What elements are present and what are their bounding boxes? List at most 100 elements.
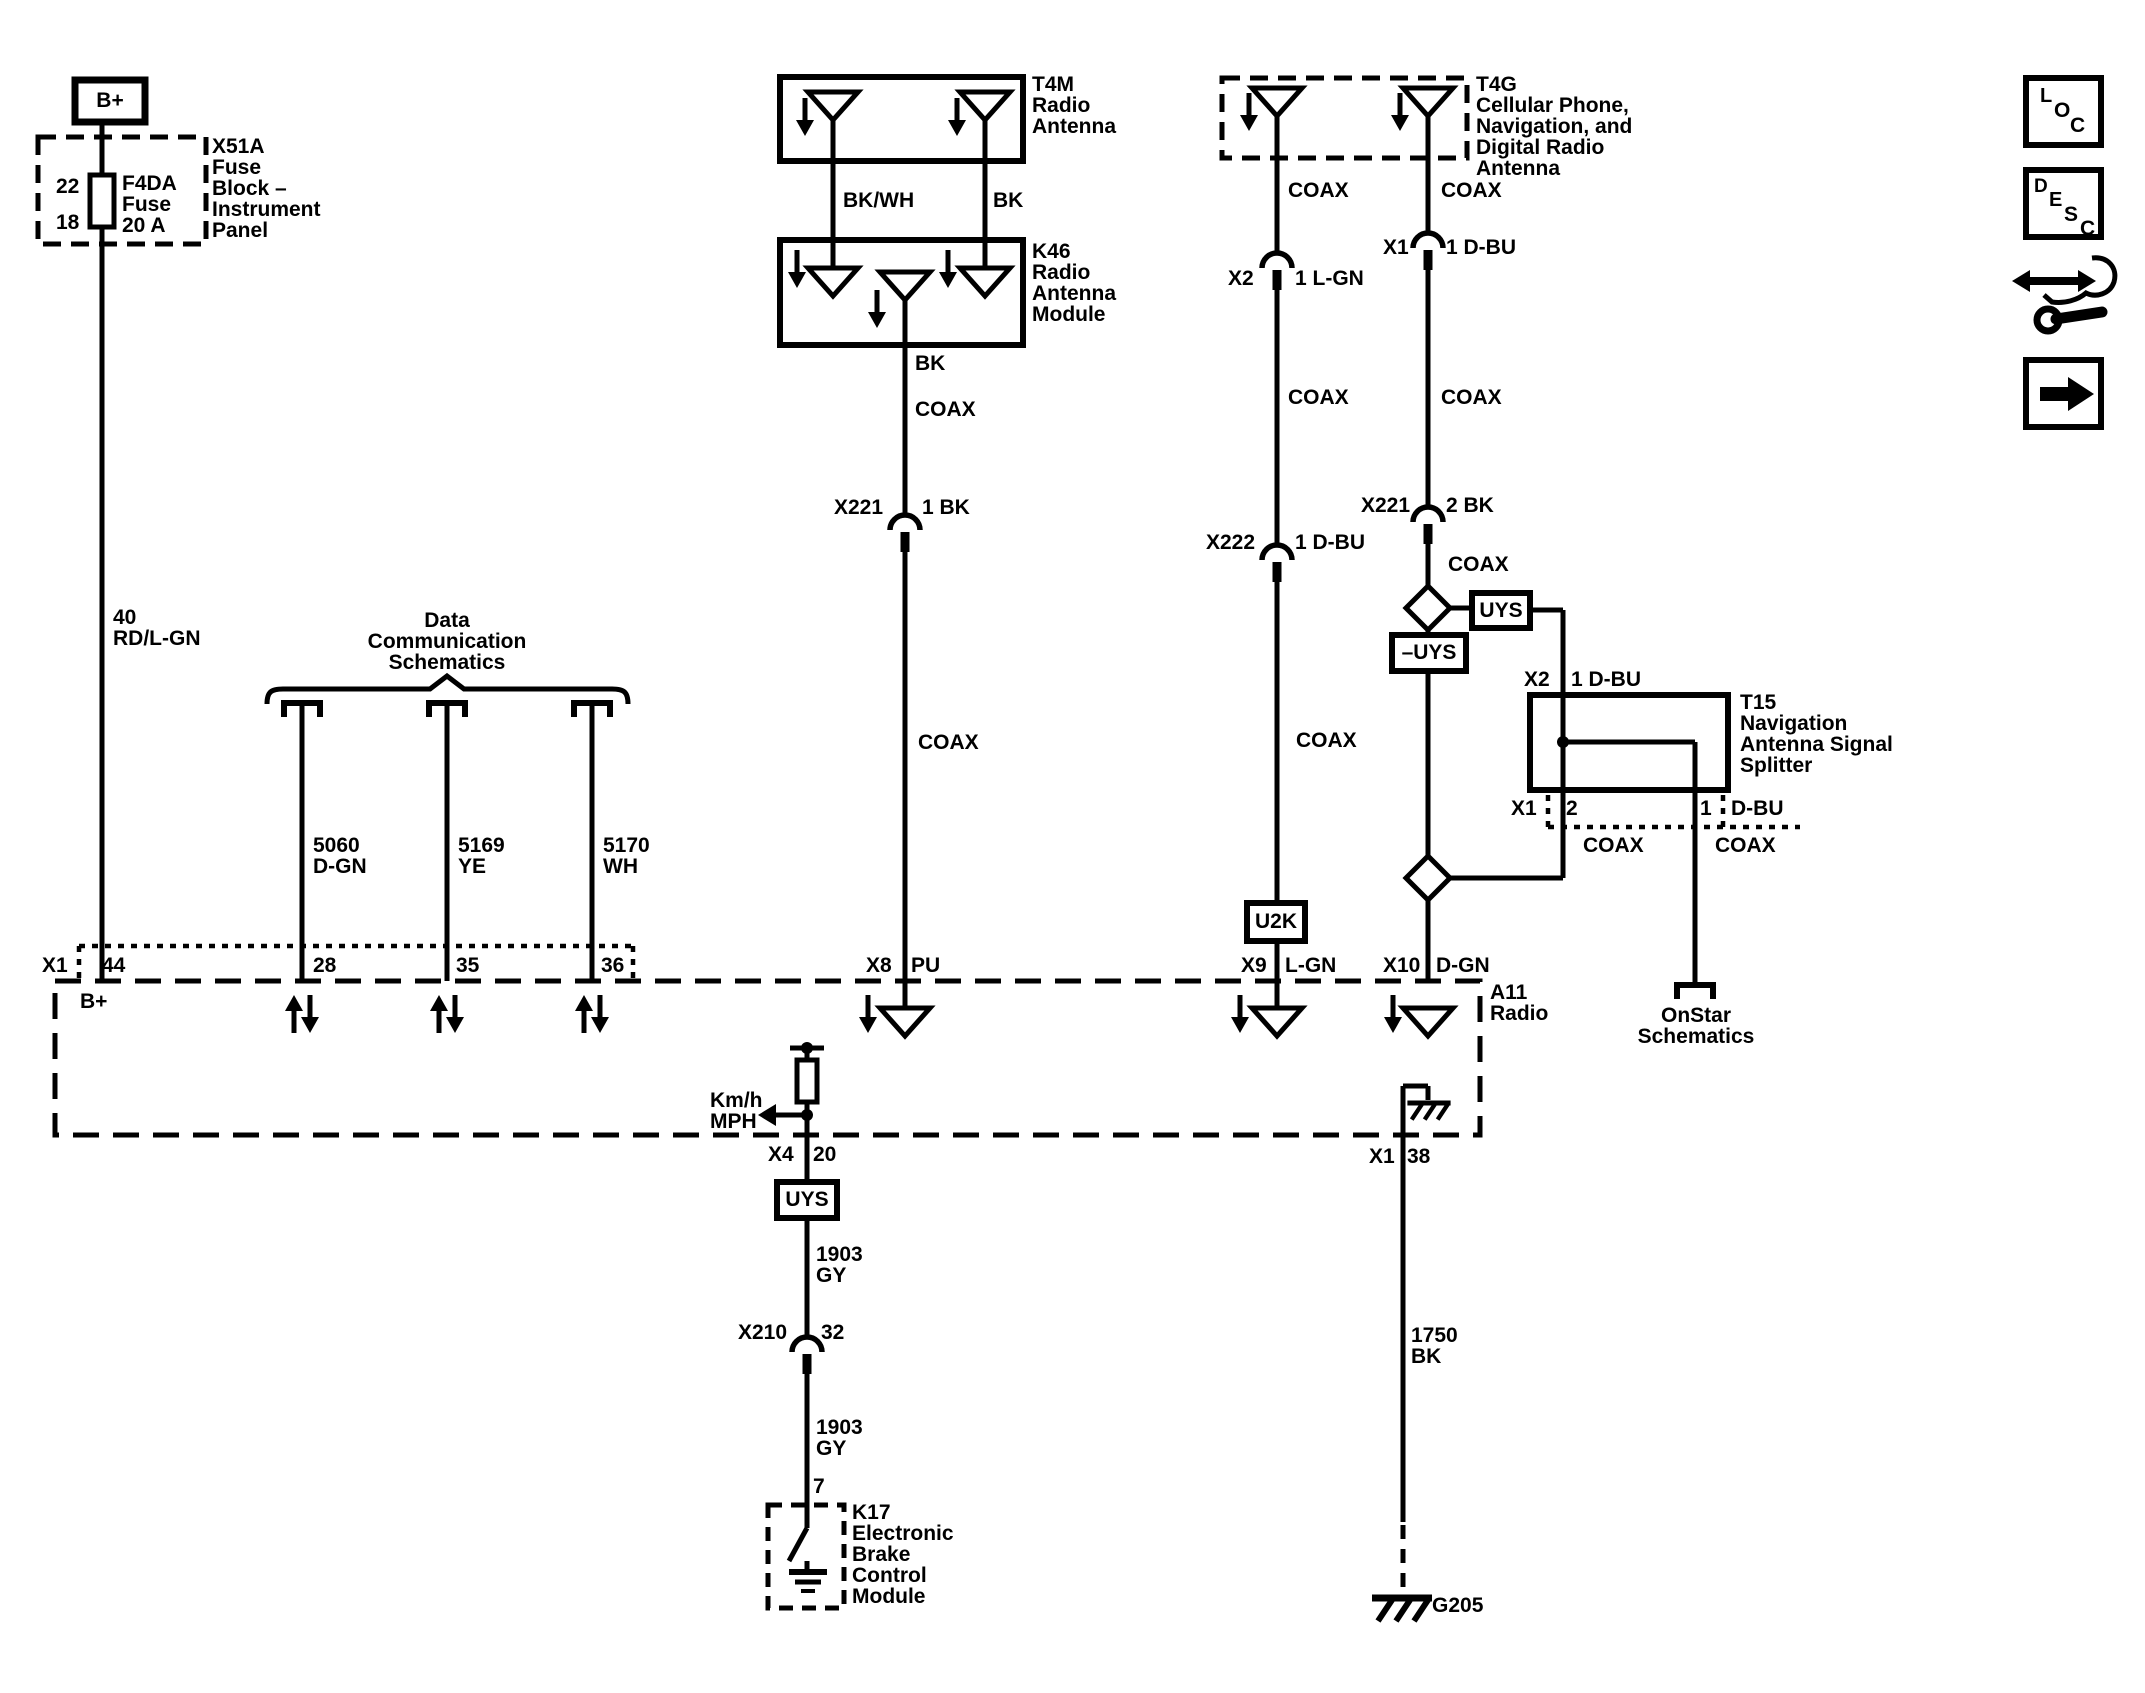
conn-x1-t4g: X1: [1383, 236, 1409, 259]
ground-g205: G205: [1432, 1594, 1484, 1617]
wire-bk-right: BK: [993, 189, 1024, 212]
splitter-wire-dbu: D-BU: [1731, 797, 1784, 820]
earth-ground-icon: [789, 1561, 827, 1593]
radio-pin-35: 35: [456, 954, 480, 977]
coax-right-3: COAX: [1448, 553, 1509, 576]
data-comm-brace: [264, 672, 631, 705]
coax-splitter-left: COAX: [1583, 834, 1644, 857]
coax-mid-1: COAX: [915, 398, 976, 421]
splitter-x1-connector-strip: [1545, 795, 1800, 830]
radio-pin-20: 20: [813, 1143, 837, 1166]
conn-x2: X2: [1228, 267, 1254, 290]
wire-5060-dgn: 5060 D-GN: [313, 834, 367, 878]
wires: [99, 116, 1698, 1590]
t4m-radio-antenna-outline: [777, 74, 1026, 164]
fuse-pin-22: 22: [56, 175, 80, 198]
wire-1903-gy-b: 1903 GY: [816, 1416, 863, 1460]
splitter-wire-1-dbu: 1 D-BU: [1571, 668, 1642, 691]
k17-ebcm-outline: [765, 1502, 847, 1611]
ebcm-pin-7: 7: [813, 1475, 825, 1498]
loc-letter-o: O: [2054, 99, 2071, 122]
splitter-pin-2: 2: [1566, 797, 1578, 820]
wire-1-dbu-left: 1 D-BU: [1295, 531, 1366, 554]
loc-button[interactable]: [2023, 75, 2104, 148]
conn-x210: X210: [738, 1321, 788, 1344]
coax-left-3: COAX: [1296, 729, 1357, 752]
battery-feed-outline: [71, 76, 149, 126]
fuse-name: F4DA Fuse 20 A: [122, 172, 177, 237]
uys-option-box-label: UYS: [1479, 598, 1523, 622]
wire-dgn: D-GN: [1436, 954, 1490, 977]
fuse-pin-18: 18: [56, 211, 80, 234]
pin-32: 32: [821, 1321, 845, 1344]
onstar-ref: OnStar Schematics: [1637, 1004, 1755, 1048]
radio-x1-connector-strip: [76, 943, 636, 981]
wire-pu: PU: [911, 954, 941, 977]
speed-signal-arrow: [758, 1104, 776, 1126]
coax-left-1: COAX: [1288, 179, 1349, 202]
radio-pin-x10: X10: [1383, 954, 1421, 977]
resistor-element: [794, 1057, 820, 1105]
conn-x221-right: X221: [1361, 494, 1411, 517]
radio-pin-28: 28: [313, 954, 337, 977]
t4g-name: T4G Cellular Phone, Navigation, and Digi…: [1476, 73, 1633, 180]
wrench-navigation-icon[interactable]: [2012, 255, 2118, 335]
uys-option-box-bottom-label: UYS: [785, 1188, 829, 1211]
coax-mid-2: COAX: [918, 731, 979, 754]
splitter-pin-1: 1: [1700, 797, 1712, 820]
desc-letter-c: C: [2080, 217, 2096, 240]
loc-letter-l: L: [2040, 85, 2053, 107]
a11-radio-outline: [52, 978, 1483, 1138]
loc-letter-c: C: [2070, 114, 2086, 137]
k17-name: K17 Electronic Brake Control Module: [852, 1501, 954, 1608]
wire-5170-wh: 5170 WH: [603, 834, 650, 878]
splitter-conn-x2: X2: [1524, 668, 1550, 691]
radio-pin-36: 36: [601, 954, 625, 977]
conn-x221-mid: X221: [834, 496, 884, 519]
splitter-conn-x1: X1: [1511, 797, 1537, 820]
wire-1-bk: 1 BK: [922, 496, 970, 519]
wire-1-lgn: 1 L-GN: [1295, 267, 1364, 290]
radio-pin-x9: X9: [1241, 954, 1267, 977]
radio-bplus: B+: [80, 990, 108, 1013]
next-page-button[interactable]: [2023, 357, 2104, 430]
conn-x222: X222: [1206, 531, 1256, 554]
battery-feed-box-label: B+: [96, 89, 124, 112]
wire-5169-ye: 5169 YE: [458, 834, 505, 878]
t15-name: T15 Navigation Antenna Signal Splitter: [1740, 691, 1893, 777]
desc-letter-e: E: [2049, 189, 2063, 211]
t15-splitter-outline: [1527, 692, 1731, 793]
signal-arrows: [285, 93, 1409, 1033]
fuse-block-outline: [35, 134, 209, 247]
wire-bkwh: BK/WH: [843, 189, 915, 212]
speed-signal: Km/h MPH: [710, 1089, 763, 1133]
wire-1-dbu-right: 1 D-BU: [1446, 236, 1517, 259]
fuse-element: [87, 172, 117, 230]
t4g-antenna-outline: [1219, 75, 1470, 161]
fuse-block-name: X51A Fuse Block – Instrument Panel: [212, 135, 321, 242]
wire-bk-mid: BK: [915, 352, 946, 375]
coax-splitter-right: COAX: [1715, 834, 1776, 857]
data-comm-title: Data Communication Schematics: [367, 609, 527, 674]
coax-left-2: COAX: [1288, 386, 1349, 409]
minus-uys-option-box-label: –UYS: [1401, 641, 1457, 664]
desc-letter-d: D: [2034, 176, 2048, 197]
radio-conn-x4: X4: [768, 1143, 794, 1166]
coax-right-1: COAX: [1441, 179, 1502, 202]
wire-1903-gy-a: 1903 GY: [816, 1243, 863, 1287]
radio-pin-38: 38: [1407, 1145, 1431, 1168]
k46-name: K46 Radio Antenna Module: [1032, 240, 1116, 326]
radio-conn-x1: X1: [42, 954, 68, 977]
radio-pin-x8: X8: [866, 954, 892, 977]
radio-pin-44: 44: [102, 954, 126, 977]
t4m-name: T4M Radio Antenna: [1032, 73, 1116, 138]
coax-right-2: COAX: [1441, 386, 1502, 409]
wire-lgn: L-GN: [1285, 954, 1337, 977]
wire-40-rd-lgn: 40 RD/L-GN: [113, 606, 201, 650]
option-boxes: [774, 590, 1533, 1221]
k46-antenna-module-outline: [777, 237, 1026, 348]
desc-button[interactable]: [2023, 167, 2104, 240]
desc-letter-s: S: [2064, 203, 2079, 226]
